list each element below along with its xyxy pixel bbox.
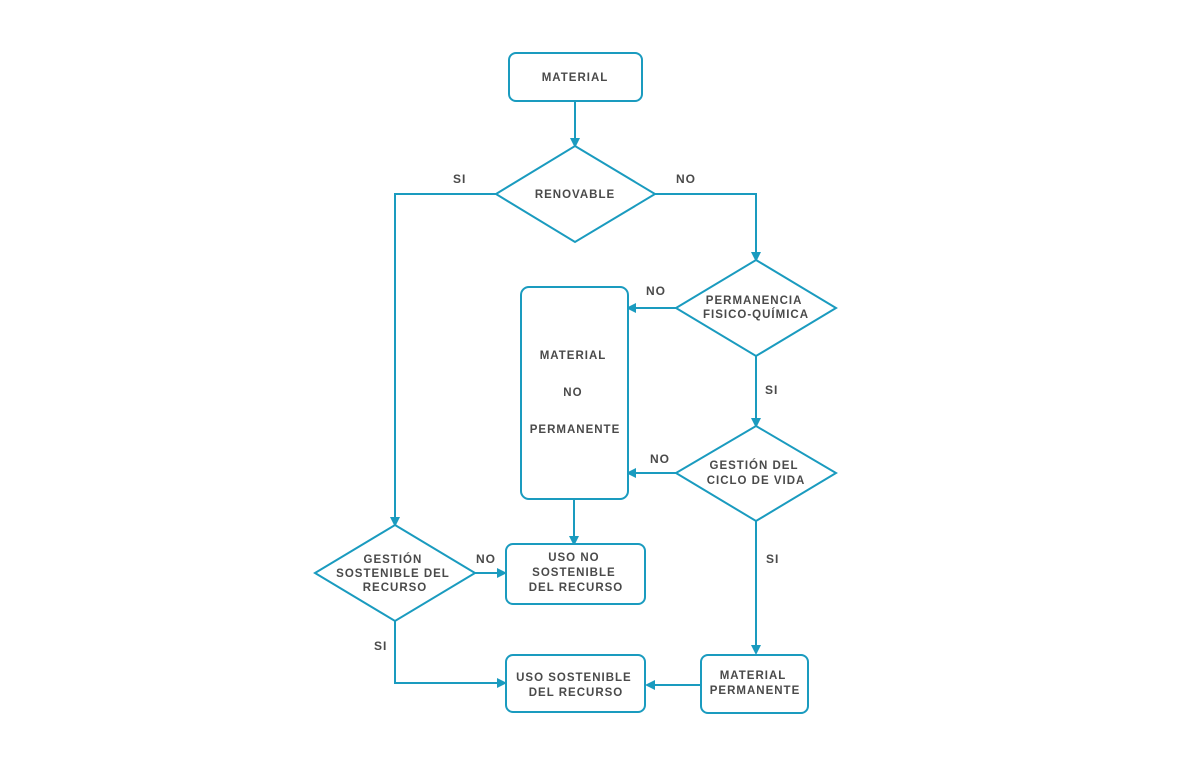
edge-labels: SI NO NO SI NO SI NO SI <box>374 172 779 653</box>
node-gestion-ciclo-diamond <box>674 424 838 523</box>
node-material: MATERIAL <box>508 52 643 102</box>
edge-label-ciclo-no: NO <box>650 452 670 466</box>
node-material-box <box>508 52 643 102</box>
edge-label-permanencia-si: SI <box>765 383 778 397</box>
node-renovable: RENOVABLE <box>494 144 657 244</box>
node-uso-no-sostenible-box <box>505 543 646 605</box>
node-material-permanente-box <box>700 654 809 714</box>
edge-label-sostenible-no: NO <box>476 552 496 566</box>
node-permanencia: PERMANENCIA FISICO-QUÍMICA <box>674 258 838 358</box>
edge-label-ciclo-si: SI <box>766 552 779 566</box>
node-gestion-sostenible-label: GESTIÓN SOSTENIBLE DEL RECURSO <box>336 553 454 594</box>
edge-label-renovable-si: SI <box>453 172 466 186</box>
node-material-label: MATERIAL <box>542 72 609 84</box>
node-material-permanente-label: MATERIAL PERMANENTE <box>710 670 801 697</box>
node-uso-sostenible: USO SOSTENIBLE DEL RECURSO <box>505 654 646 713</box>
edge-renovable-si <box>390 193 496 527</box>
node-uso-sostenible-box <box>505 654 646 713</box>
node-gestion-sostenible-diamond <box>313 523 477 623</box>
edge-renovable-no <box>655 193 761 262</box>
node-uso-sostenible-label: USO SOSTENIBLE DEL RECURSO <box>516 672 636 699</box>
node-uso-no-sostenible: USO NO SOSTENIBLE DEL RECURSO <box>505 543 646 605</box>
node-permanencia-label: PERMANENCIA FISICO-QUÍMICA <box>703 295 809 321</box>
edge-label-permanencia-no: NO <box>646 284 666 298</box>
node-gestion-sostenible: GESTIÓN SOSTENIBLE DEL RECURSO <box>313 523 477 623</box>
node-permanencia-diamond <box>674 258 838 358</box>
node-gestion-ciclo: GESTIÓN DEL CICLO DE VIDA <box>674 424 838 523</box>
edge-label-sostenible-si: SI <box>374 639 387 653</box>
edge-sostenible-si <box>394 621 507 688</box>
node-renovable-label: RENOVABLE <box>535 189 615 201</box>
node-material-permanente: MATERIAL PERMANENTE <box>700 654 809 714</box>
node-material-no-permanente-box <box>520 286 629 500</box>
node-material-no-permanente-label: MATERIAL NO PERMANENTE <box>530 350 621 436</box>
node-gestion-ciclo-label: GESTIÓN DEL CICLO DE VIDA <box>707 459 806 487</box>
node-renovable-diamond <box>494 144 657 244</box>
node-uso-no-sostenible-label: USO NO SOSTENIBLE DEL RECURSO <box>529 552 624 594</box>
edge-label-renovable-no: NO <box>676 172 696 186</box>
node-material-no-permanente: MATERIAL NO PERMANENTE <box>520 286 629 500</box>
edges <box>390 101 761 690</box>
